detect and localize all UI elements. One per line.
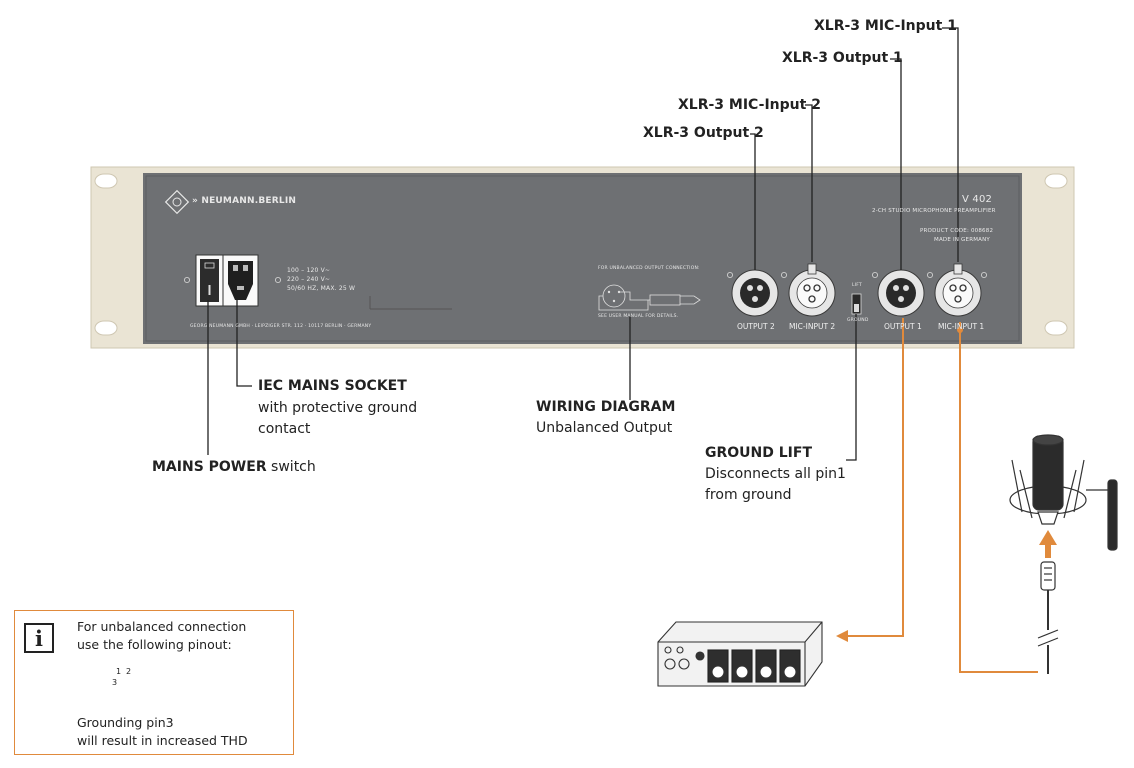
label-xlr-output-2: XLR-3 Output 2: [643, 125, 764, 141]
arrow-to-interface-icon: [836, 630, 848, 642]
panel-brand: » NEUMANN.BERLIN: [192, 196, 297, 206]
callout-mains: MAINS POWER switch: [152, 457, 316, 478]
leader-lines: [207, 27, 959, 461]
callout-ground-title: GROUND LIFT: [705, 445, 812, 461]
info-line-4: will result in increased THD: [77, 733, 248, 748]
label-xlr-mic-input-2: XLR-3 MIC-Input 2: [678, 97, 821, 113]
info-box: i For unbalanced connection use the foll…: [14, 610, 294, 755]
panel-product-code: PRODUCT CODE: 008682: [920, 228, 994, 234]
panel-label-output-1: OUTPUT 1: [884, 322, 922, 331]
panel-address: GEORG NEUMANN GMBH · LEIPZIGER STR. 112 …: [190, 324, 372, 329]
panel-power-spec-1: 100 – 120 V~: [287, 267, 331, 274]
panel-made-in: MADE IN GERMANY: [934, 237, 990, 243]
info-pin-1: 1: [116, 667, 122, 676]
info-line-2: use the following pinout:: [77, 637, 232, 652]
panel-power-spec-3: 50/60 HZ, MAX. 25 W: [287, 285, 356, 292]
callout-ground-line2: from ground: [705, 487, 792, 503]
info-line-1: For unbalanced connection: [77, 619, 247, 634]
xlr-mic-input-2-jack[interactable]: [788, 263, 836, 317]
panel-lift-bottom: GROUND: [847, 318, 869, 323]
panel-label-output-2: OUTPUT 2: [737, 322, 775, 331]
info-pin-3: 3: [112, 678, 118, 687]
panel-wiring-title: FOR UNBALANCED OUTPUT CONNECTION:: [598, 266, 700, 271]
info-icon: i: [24, 623, 54, 653]
xlr-output-2-jack[interactable]: [731, 269, 779, 317]
panel-model: V 402: [962, 194, 993, 205]
panel-wiring-note: SEE USER MANUAL FOR DETAILS.: [598, 314, 679, 319]
panel-power-spec-2: 220 – 240 V~: [287, 276, 331, 283]
label-xlr-mic-input-1: XLR-3 MIC-Input 1: [814, 18, 957, 34]
panel-label-mic-input-1: MIC-INPUT 1: [938, 322, 985, 331]
ground-lift-switch[interactable]: [851, 293, 862, 315]
panel-label-mic-input-2: MIC-INPUT 2: [789, 322, 836, 331]
audio-interface-icon: [657, 621, 823, 687]
callout-mains-rest: switch: [266, 459, 316, 475]
microphone-icon: [1009, 434, 1118, 551]
iec-mains-socket[interactable]: [222, 254, 259, 307]
orange-up-arrow-icon: [1039, 530, 1057, 558]
info-line-3: Grounding pin3: [77, 715, 174, 730]
rear-panel: [143, 173, 1022, 344]
xlr-mic-input-1-jack[interactable]: [934, 263, 982, 317]
panel-lift-top: LIFT: [852, 283, 862, 288]
callout-ground-line1: Disconnects all pin1: [705, 466, 846, 482]
callout-wiring-title: WIRING DIAGRAM: [536, 399, 676, 415]
panel-wiring-diagram: [598, 284, 701, 311]
callout-mains-bold: MAINS POWER: [152, 459, 267, 475]
mains-power-switch[interactable]: [195, 254, 224, 307]
neumann-logo-icon: [164, 189, 190, 215]
mic-cable-icon: [1037, 561, 1059, 674]
xlr-output-1-jack[interactable]: [877, 269, 925, 317]
label-xlr-output-1: XLR-3 Output 1: [782, 50, 903, 66]
mic-input-1-tap-icon: [957, 327, 963, 333]
panel-model-sub: 2-CH STUDIO MICROPHONE PREAMPLIFIER: [872, 208, 996, 214]
callout-iec-line2: contact: [258, 421, 311, 437]
callout-wiring-sub: Unbalanced Output: [536, 420, 673, 436]
callout-iec-line1: with protective ground: [258, 400, 418, 416]
info-pin-2: 2: [126, 667, 132, 676]
callout-iec-title: IEC MAINS SOCKET: [258, 378, 407, 394]
signal-lines: [848, 318, 1038, 673]
